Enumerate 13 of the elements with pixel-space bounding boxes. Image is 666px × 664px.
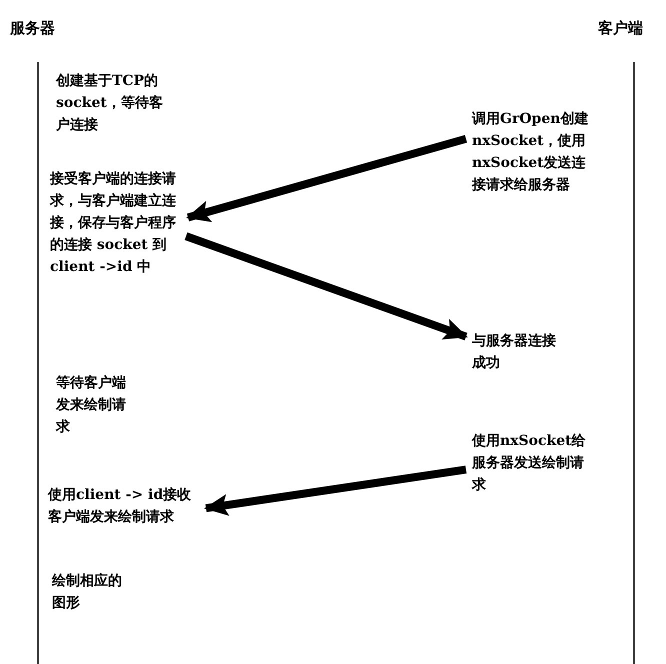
step-text: 使用client -> id接收客户端发来绘制请求 bbox=[48, 484, 198, 528]
step-text: 等待客户端发来绘制请求 bbox=[56, 372, 136, 438]
arrow bbox=[184, 232, 468, 340]
step-text: 创建基于TCP的socket，等待客户连接 bbox=[56, 70, 168, 136]
column-heading: 服务器 bbox=[10, 18, 55, 38]
step-text: 绘制相应的图形 bbox=[52, 570, 132, 614]
step-text: 调用GrOpen创建nxSocket，使用nxSocket发送连接请求给服务器 bbox=[472, 108, 590, 196]
step-text: 与服务器连接成功 bbox=[472, 330, 556, 374]
arrow bbox=[204, 466, 467, 516]
column-heading: 客户端 bbox=[598, 18, 643, 38]
step-text: 使用nxSocket给服务器发送绘制请求 bbox=[472, 430, 596, 496]
arrow bbox=[186, 134, 468, 222]
step-text: 接受客户端的连接请求，与客户端建立连接，保存与客户程序的连接 socket 到 client ->id 中 bbox=[50, 168, 180, 278]
